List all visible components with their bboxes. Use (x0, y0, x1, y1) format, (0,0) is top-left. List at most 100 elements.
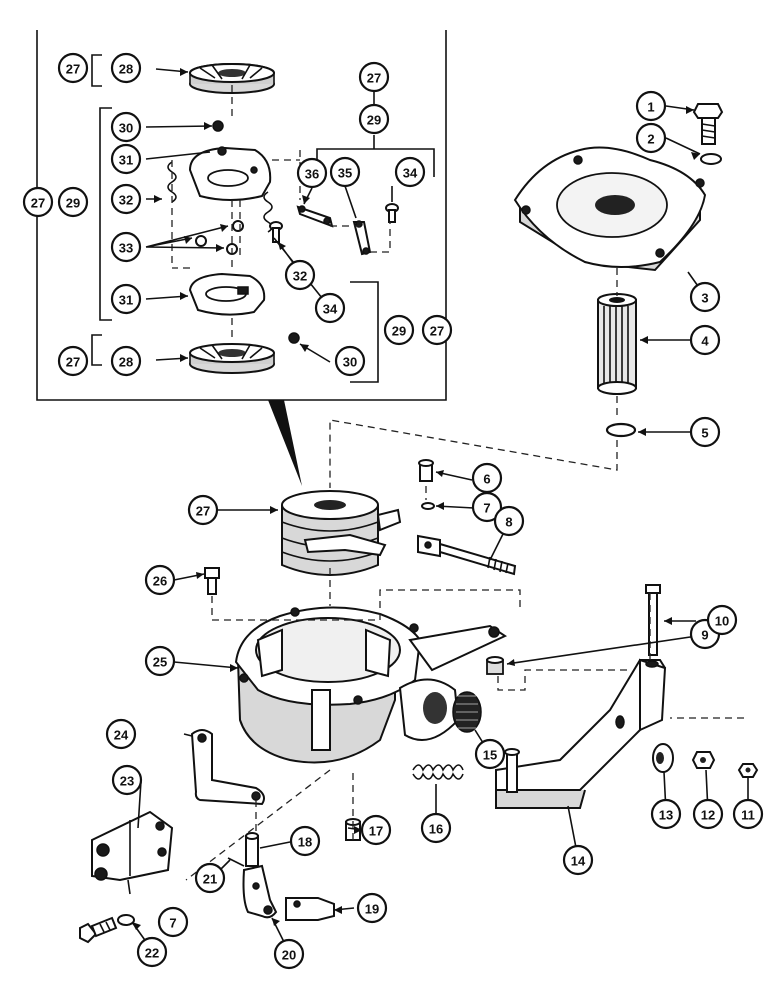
callout-number: 15 (483, 748, 497, 763)
callout-number: 27 (367, 71, 381, 86)
callout-circle (650, 798, 682, 830)
ball-2 (232, 220, 244, 232)
inset-pointer (268, 400, 302, 486)
callout-number: 7 (483, 501, 490, 516)
callout-number: 27 (196, 504, 210, 519)
callout-number: 23 (120, 774, 134, 789)
callout-number: 16 (429, 822, 443, 837)
callout-27: 27 (187, 494, 219, 526)
clevis-pin-6 (418, 459, 434, 482)
callout-circle (689, 324, 721, 356)
callout-number: 32 (119, 193, 133, 208)
pin-34-right (385, 203, 399, 223)
callout-circle (284, 259, 316, 291)
callout-circle (635, 122, 667, 154)
callout-circle (110, 283, 142, 315)
callout-32: 32 (284, 259, 316, 291)
callout-29: 29 (358, 103, 390, 135)
actuator-plate-upper (188, 146, 272, 201)
callout-circle (635, 90, 667, 122)
callout-circle (111, 764, 143, 796)
spring-16 (412, 764, 464, 780)
callout-number: 1 (647, 100, 654, 115)
callout-number: 30 (119, 121, 133, 136)
nut-11 (737, 763, 759, 778)
callout-27: 27 (57, 52, 89, 84)
callout-number: 5 (701, 426, 708, 441)
callout-circle (110, 345, 142, 377)
brake-lever-14 (495, 658, 667, 809)
pin-18 (245, 832, 259, 867)
callout-number: 28 (119, 62, 133, 77)
callout-10: 10 (706, 604, 738, 636)
callout-3: 3 (689, 281, 721, 313)
callout-30: 30 (334, 345, 366, 377)
callout-number: 34 (323, 302, 338, 317)
callout-31: 31 (110, 143, 142, 175)
callout-35: 35 (329, 156, 361, 188)
callout-circle (110, 231, 142, 263)
callout-circle (562, 844, 594, 876)
callout-2: 2 (635, 122, 667, 154)
clevis-rod (417, 534, 517, 576)
callout-circle (57, 345, 89, 377)
callout-circle (471, 491, 503, 523)
callout-circle (474, 738, 506, 770)
callout-14: 14 (562, 844, 594, 876)
callout-circle (273, 938, 305, 970)
callout-circle (689, 281, 721, 313)
callout-number: 7 (169, 916, 176, 931)
brake-pack-assembly (281, 490, 402, 576)
callout-13: 13 (650, 798, 682, 830)
callout-circle (334, 345, 366, 377)
callout-circle (136, 936, 168, 968)
callout-30: 30 (110, 111, 142, 143)
callout-circle (421, 314, 453, 346)
actuator-plate-lower (188, 272, 266, 316)
callout-circle (358, 103, 390, 135)
callout-circle (110, 52, 142, 84)
callout-circle (420, 812, 452, 844)
callout-circle (314, 292, 346, 324)
detail-inset (36, 30, 447, 486)
callout-circle (157, 906, 189, 938)
friction-disc-top (189, 63, 275, 94)
callout-25: 25 (144, 645, 176, 677)
callout-circle (144, 564, 176, 596)
callout-36: 36 (296, 157, 328, 189)
clevis-19 (285, 897, 335, 921)
callout-1: 1 (635, 90, 667, 122)
callout-26: 26 (144, 564, 176, 596)
callout-number: 9 (701, 628, 708, 643)
callout-31: 31 (110, 283, 142, 315)
callout-number: 10 (715, 614, 729, 629)
adjuster-15 (452, 691, 482, 733)
callout-18: 18 (289, 825, 321, 857)
callout-circle (394, 156, 426, 188)
callout-number: 29 (367, 113, 381, 128)
callout-number: 22 (145, 946, 159, 961)
callout-circle (57, 52, 89, 84)
ball-30-bottom (288, 332, 300, 344)
ball-1 (195, 235, 207, 247)
callout-28: 28 (110, 52, 142, 84)
callout-circle (57, 186, 89, 218)
callout-16: 16 (420, 812, 452, 844)
callout-circle (732, 798, 764, 830)
callout-circle (296, 157, 328, 189)
callout-number: 27 (66, 355, 80, 370)
callout-29: 29 (57, 186, 89, 218)
callout-circle (22, 186, 54, 218)
callout-20: 20 (273, 938, 305, 970)
callout-number: 33 (119, 241, 133, 256)
callout-number: 36 (305, 167, 319, 182)
callout-29: 29 (383, 314, 415, 346)
callout-number: 14 (571, 854, 586, 869)
callout-6: 6 (471, 462, 503, 494)
callout-circle (144, 645, 176, 677)
link-36 (296, 205, 334, 228)
callout-24: 24 (105, 718, 137, 750)
callout-number: 27 (31, 196, 45, 211)
callout-number: 24 (114, 728, 129, 743)
